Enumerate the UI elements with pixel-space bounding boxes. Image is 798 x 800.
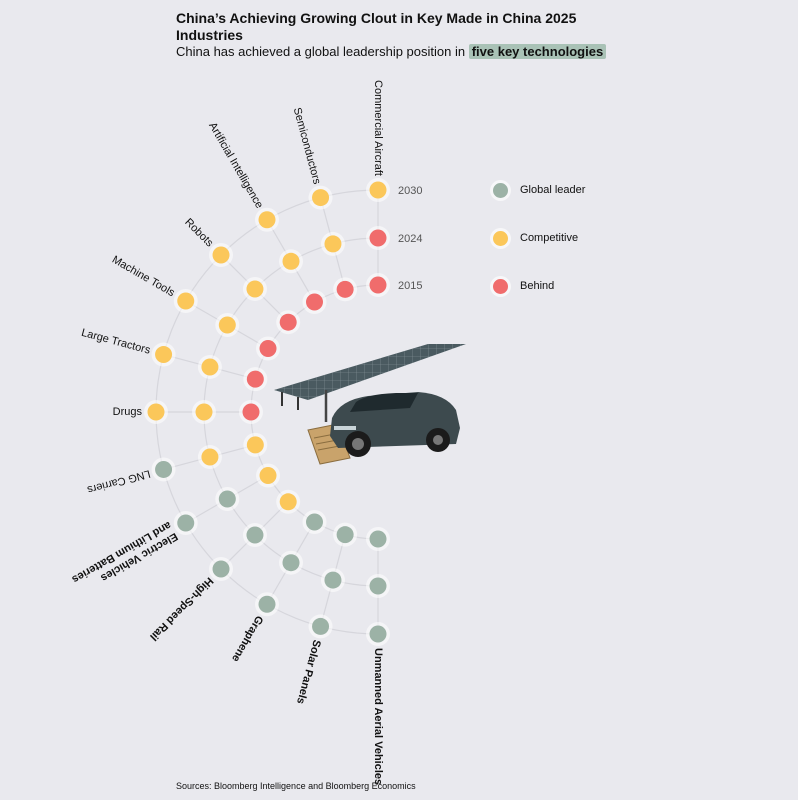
status-dot [282,252,300,270]
status-dot [155,460,173,478]
industry-label: LNG Carriers [85,467,151,495]
industry-label-line: Robots [182,216,215,249]
industry-label: High-Speed Rail [147,575,215,643]
status-dot [258,595,276,613]
status-dot [369,181,387,199]
industry-label-line: LNG Carriers [85,467,151,495]
industry-label: Large Tractors [80,327,152,357]
industry-label-line: High-Speed Rail [147,575,215,643]
chart-title: China’s Achieving Growing Clout in Key M… [176,10,577,43]
industry-label-line: Commercial Aircraft [372,80,384,176]
status-dot [246,280,264,298]
status-dot [324,235,342,253]
status-dot [246,436,264,454]
subtitle-text: China has achieved a global leadership p… [176,44,469,59]
status-dot [246,526,264,544]
status-dot [218,490,236,508]
status-dot [306,513,323,531]
industry-label: Electric Vehiclesand Lithium Batteries [70,519,180,597]
ring-label: 2030 [398,185,422,197]
legend-item-competitive: Competitive [493,226,585,250]
industry-label-line: Large Tractors [80,327,152,357]
ring-label: 2024 [398,233,422,245]
status-dot [369,577,387,595]
industry-label-line: Machine Tools [110,254,177,300]
industry-label: Solar Panels [294,638,323,705]
legend-label: Competitive [520,232,579,244]
industry-label: Graphene [229,613,265,663]
legend-label: Behind [520,280,555,292]
status-dot [259,340,277,357]
industry-label-line: Unmanned Aerial Vehicles [372,648,384,785]
status-dot [177,514,195,532]
legend-item-global-leader: Global leader [493,178,585,202]
industry-label: Machine Tools [110,254,177,300]
industry-label: Semiconductors [291,106,323,186]
ring-label: 2015 [398,280,422,292]
global-leader-swatch [493,182,508,198]
industry-label-line: Semiconductors [291,106,323,186]
status-dot [246,370,264,388]
behind-swatch [493,278,508,294]
status-dot [369,229,387,247]
status-dot [155,346,173,364]
industry-label: Artificial Intelligence [206,120,265,210]
legend: Global leader Competitive Behind [493,178,585,322]
status-dot [177,292,195,310]
status-dot [201,448,219,466]
status-dot [259,467,277,484]
source-note: Sources: Bloomberg Intelligence and Bloo… [176,781,416,791]
status-dot [212,246,230,264]
status-dot [369,530,387,548]
status-dot [147,403,165,421]
status-dot [324,571,342,589]
status-dot [306,293,323,311]
industry-label-line: Artificial Intelligence [206,120,265,210]
chart-subtitle: China has achieved a global leadership p… [176,44,607,60]
industry-label-line: Solar Panels [294,638,323,705]
status-dot [369,276,387,294]
legend-item-behind: Behind [493,274,585,298]
status-dot [201,358,219,376]
status-dot [218,316,236,334]
status-dot [242,403,260,421]
subtitle-highlight: five key technologies [468,44,607,59]
industry-label: Drugs [113,406,143,418]
ev-solar-car-illustration [274,344,466,465]
status-dot [312,189,330,207]
industry-label: Robots [182,216,215,249]
status-dot [336,526,354,544]
industry-label: Commercial Aircraft [372,80,384,176]
industry-label-line: Drugs [113,406,143,418]
legend-label: Global leader [520,184,586,196]
status-dot [279,493,297,511]
status-dot [279,313,297,331]
status-dot [258,211,276,229]
industry-label: Unmanned Aerial Vehicles [372,648,384,785]
competitive-swatch [493,230,508,246]
status-dot [282,554,300,572]
status-dot [195,403,213,421]
industry-label-line: Graphene [229,613,265,663]
status-dot [336,280,354,298]
status-dot [312,617,330,635]
status-dot [212,560,230,578]
status-dot [369,625,387,643]
